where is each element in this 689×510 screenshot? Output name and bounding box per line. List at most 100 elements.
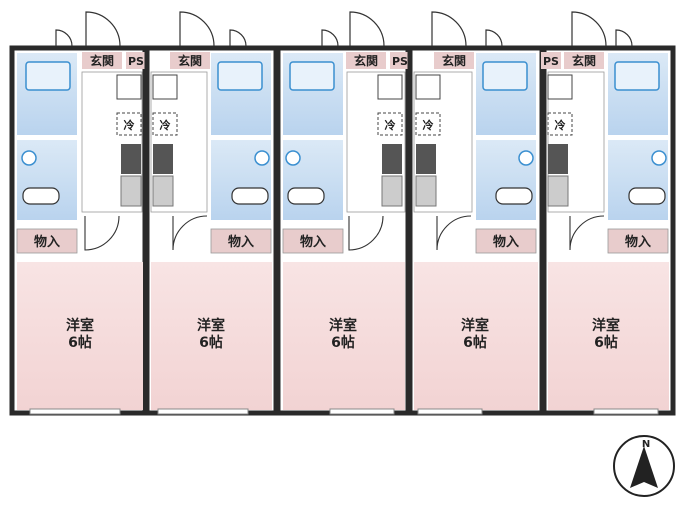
unit-1-entrance-door — [85, 11, 121, 47]
unit-3-sink-icon — [381, 175, 403, 207]
unit-2-fridge-icon — [152, 112, 178, 136]
unit-2-genkan-bar — [170, 52, 210, 69]
unit-1-room — [17, 262, 143, 410]
unit-5-room-size: 6帖 — [594, 334, 618, 351]
unit-4-stove-icon — [416, 144, 436, 174]
unit-3-ps-bar — [390, 52, 410, 69]
unit-1-stove-icon — [121, 144, 141, 174]
unit-3-closet-bar — [282, 228, 344, 254]
unit-5-washbasin-icon — [651, 150, 667, 166]
unit-2-entrance-door — [179, 11, 215, 47]
unit-5: PS 玄関 冷 物入 洋室 6帖 — [541, 45, 676, 416]
unit-1-meter-door — [55, 29, 73, 47]
unit-1-ps-label: PS — [128, 55, 144, 68]
unit-1-washer-icon — [116, 74, 142, 100]
unit-3-room-label: 洋室 — [329, 317, 357, 334]
unit-3-genkan-bar — [346, 52, 386, 69]
unit-3-fridge-label: 冷 — [385, 118, 396, 132]
unit-4-fridge-label: 冷 — [423, 118, 434, 132]
unit-1-room-label: 洋室 — [66, 317, 94, 334]
unit-1-fridge-label: 冷 — [124, 118, 135, 132]
unit-4-genkan-label: 玄関 — [442, 53, 466, 68]
unit-5-fridge-icon — [547, 112, 573, 136]
unit-5-entrance-door — [571, 11, 607, 47]
unit-5-toilet-icon — [628, 187, 666, 205]
unit-4-sink-icon — [415, 175, 437, 207]
windows — [29, 408, 659, 415]
unit-2-room-label: 洋室 — [197, 317, 225, 334]
unit-1-fridge-icon — [116, 112, 142, 136]
unit-4-room-size: 6帖 — [463, 334, 487, 351]
unit-1-genkan-bar — [82, 52, 122, 69]
unit-1-closet-bar — [16, 228, 78, 254]
unit-3-ps-label: PS — [392, 55, 408, 68]
unit-5-meter-door — [615, 29, 633, 47]
unit-3-stove-icon — [382, 144, 402, 174]
entrance-doors — [55, 11, 633, 47]
unit-3-room-door — [348, 215, 384, 251]
unit-4-room-door — [436, 215, 472, 251]
unit-5-room-door — [569, 215, 605, 251]
unit-3-closet-label: 物入 — [300, 234, 326, 250]
room-doors — [84, 215, 605, 251]
unit-5-ps-label: PS — [543, 55, 559, 68]
unit-3-genkan-label: 玄関 — [354, 53, 378, 68]
unit-2-stove-icon — [153, 144, 173, 174]
unit-3-room — [283, 262, 405, 410]
unit-3-room-size: 6帖 — [331, 334, 355, 351]
unit-3-meter-door — [321, 29, 339, 47]
unit-4-fridge-icon — [415, 112, 441, 136]
unit-3-bathtub — [289, 61, 335, 91]
unit-3-toilet-icon — [287, 187, 325, 205]
unit-3-washer-icon — [377, 74, 403, 100]
unit-1-toilet-icon — [22, 187, 60, 205]
unit-1-bathtub — [25, 61, 71, 91]
unit-5-washer-icon — [547, 74, 573, 100]
unit-3-entrance-door — [349, 11, 385, 47]
unit-5-sink-icon — [547, 175, 569, 207]
unit-5-bathtub — [614, 61, 660, 91]
north-arrow-icon — [630, 446, 658, 488]
unit-5-window — [593, 408, 659, 415]
unit-1-genkan-label: 玄関 — [90, 53, 114, 68]
unit-2-washbasin-icon — [254, 150, 270, 166]
unit-4-washer-icon — [415, 74, 441, 100]
unit-2-room-size: 6帖 — [199, 334, 223, 351]
unit-2-washer-icon — [152, 74, 178, 100]
unit-3-window — [329, 408, 395, 415]
unit-2-room — [151, 262, 272, 410]
unit-4-window — [417, 408, 483, 415]
unit-2-fridge-label: 冷 — [160, 118, 171, 132]
unit-5-closet-bar — [607, 228, 669, 254]
unit-2-bathtub — [217, 61, 263, 91]
unit-2-genkan-label: 玄関 — [178, 53, 202, 68]
unit-1-washbasin-icon — [21, 150, 37, 166]
unit-4-entrance-door — [431, 11, 467, 47]
unit-4-meter-door — [485, 29, 503, 47]
compass: N — [613, 435, 675, 497]
unit-4: 玄関 冷 物入 洋室 6帖 — [407, 45, 545, 416]
unit-4-room-label: 洋室 — [461, 317, 489, 334]
unit-4-washbasin-icon — [518, 150, 534, 166]
unit-1-window — [29, 408, 121, 415]
unit-1-room-door — [84, 215, 120, 251]
unit-5-fridge-label: 冷 — [555, 118, 566, 132]
unit-3: 玄関 PS 冷 物入 洋室 6帖 — [275, 45, 411, 416]
unit-5-stove-icon — [548, 144, 568, 174]
unit-3-washbasin-icon — [285, 150, 301, 166]
unit-5-genkan-label: 玄関 — [572, 53, 596, 68]
unit-1-ps-bar — [126, 52, 146, 69]
unit-2-toilet-icon — [231, 187, 269, 205]
unit-2-closet-bar — [210, 228, 272, 254]
unit-5-closet-label: 物入 — [625, 234, 651, 250]
unit-5-genkan-bar — [564, 52, 604, 69]
compass-north-label: N — [642, 439, 650, 450]
unit-2: 玄関 冷 物入 洋室 6帖 — [144, 45, 279, 416]
unit-1: 玄関 PS 冷 物入 洋室 6帖 — [9, 45, 148, 416]
unit-1-room-size: 6帖 — [68, 334, 92, 351]
unit-4-toilet-icon — [495, 187, 533, 205]
unit-2-meter-door — [229, 29, 247, 47]
unit-4-closet-label: 物入 — [493, 234, 519, 250]
unit-4-closet-bar — [475, 228, 537, 254]
